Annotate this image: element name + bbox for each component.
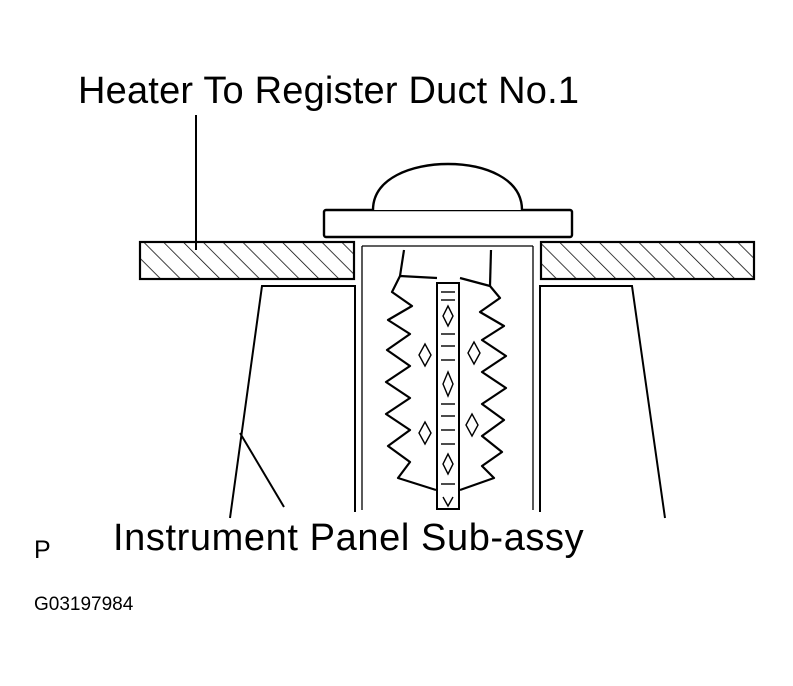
thread-diamonds: [418, 340, 481, 446]
clip-flange: [322, 208, 574, 239]
panel-right-outline: [539, 285, 666, 519]
clip-dome: [371, 162, 524, 211]
figure-code-label: G03197984: [34, 594, 134, 615]
panel-leader-line: [239, 432, 285, 508]
center-pin: [436, 282, 460, 510]
leader-lines: [195, 115, 285, 508]
duct-plate-right: [539, 240, 756, 281]
instrument-panel-body: [229, 285, 666, 519]
view-letter-label: P: [34, 536, 51, 564]
thread-top-left-stem: [398, 249, 406, 277]
duct-label: Heater To Register Duct No.1: [78, 70, 580, 112]
thread-top-right-stem: [488, 249, 493, 287]
duct-plate-left: [138, 240, 356, 281]
clip-shank-borders: [361, 245, 534, 510]
clip-head: [322, 162, 574, 239]
duct-plate: [138, 240, 756, 281]
thread-right: [459, 276, 508, 492]
panel-left-outline: [229, 285, 356, 519]
instrument-panel-label: Instrument Panel Sub-assy: [113, 517, 585, 559]
thread-left: [384, 274, 438, 492]
threaded-shaft: [384, 249, 508, 492]
